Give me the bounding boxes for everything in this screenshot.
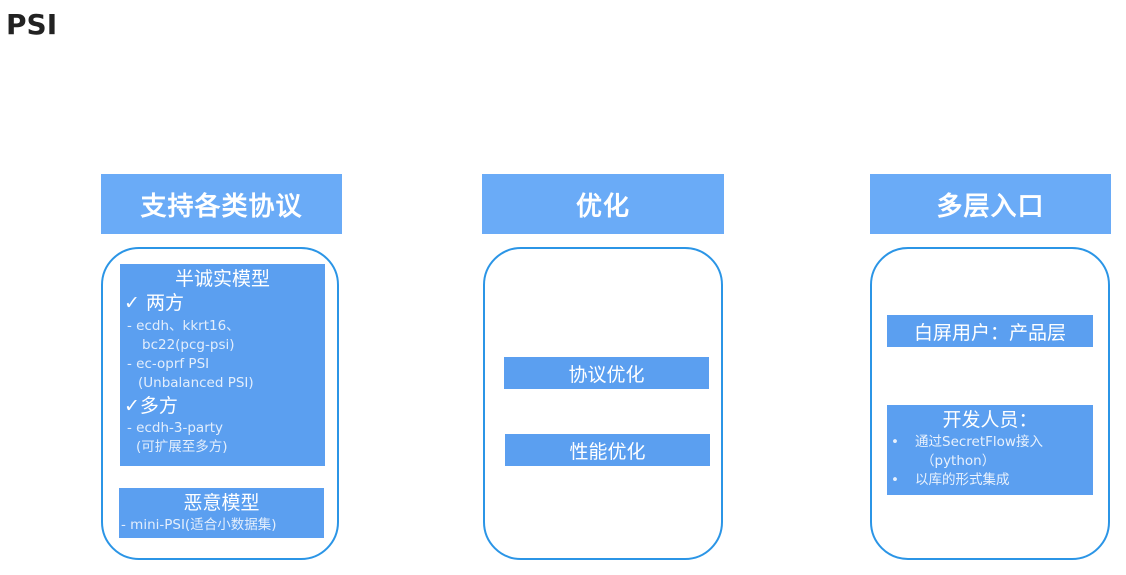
bullet-icon: • [891,472,899,488]
malicious-title: 恶意模型 [183,492,260,514]
developer-title: 开发人员： [942,409,1038,431]
developer-item: • 通过SecretFlow接入 [891,434,1043,450]
header-optimization: 优化 [482,174,724,234]
malicious-block: 恶意模型 - mini-PSI(适合小数据集) [119,488,324,538]
frame-optimization [483,247,723,560]
malicious-item: - mini-PSI(适合小数据集) [121,517,277,533]
developer-item: （python） [921,453,996,469]
two-party-item: bc22(pcg-psi) [142,337,235,353]
developer-block: 开发人员： • 通过SecretFlow接入 （python） • 以库的形式集… [887,405,1093,495]
two-party-item: (Unbalanced PSI) [138,375,254,391]
header-entry-layers: 多层入口 [870,174,1111,234]
multi-party-label: ✓多方 [124,395,178,417]
multi-party-item: - ecdh-3-party [127,420,224,436]
frame-entry-layers [870,247,1110,560]
multi-party-item: (可扩展至多方) [136,439,228,455]
header-protocols: 支持各类协议 [101,174,342,234]
performance-optimization-bar: 性能优化 [505,434,710,466]
two-party-label: ✓ 两方 [124,292,184,314]
protocol-optimization-bar: 协议优化 [504,357,709,389]
bullet-icon: • [891,434,899,450]
two-party-item: - ec-oprf PSI [127,356,210,372]
semi-honest-title: 半诚实模型 [174,268,270,290]
whitebox-user-bar: 白屏用户：产品层 [887,315,1093,347]
two-party-item: - ecdh、kkrt16、 [127,318,240,334]
semi-honest-block: 半诚实模型 ✓ 两方 - ecdh、kkrt16、 bc22(pcg-psi) … [120,264,325,466]
page-title: PSI [6,8,58,41]
developer-item: • 以库的形式集成 [891,472,1010,488]
